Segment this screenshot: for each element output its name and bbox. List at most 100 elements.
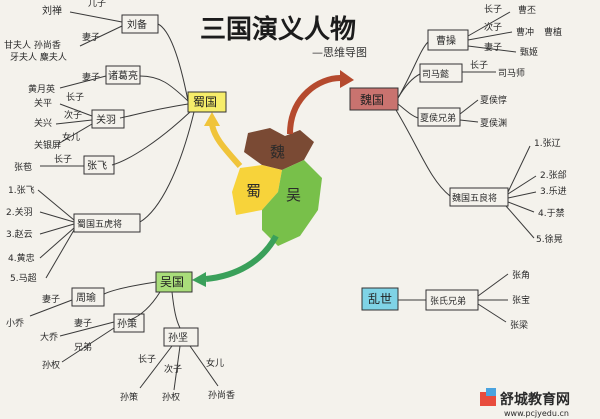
liubei-wives-2: 牙夫人 麋夫人 [10,51,67,63]
daqiao-rel: 妻子 [74,317,92,329]
daqiao: 大乔 [40,331,58,343]
arrow-to-shu-head [204,112,220,126]
tiger-item: 3.赵云 [6,228,33,240]
five-generals-label: 魏国五良将 [452,192,497,204]
guanping-rel: 长子 [66,91,84,103]
zhangbao: 张苞 [14,161,32,173]
caocao-link-2 [467,31,513,41]
guanyinping-rel: 女儿 [62,131,80,143]
guanyinping: 关银屏 [34,139,61,151]
zhangjiao: 张角 [512,269,530,281]
xiahouyuan: 夏侯渊 [480,117,507,129]
wu-line-zhouyu [103,281,157,295]
xiaoqiao: 小乔 [6,317,24,329]
zhugeliang-label: 诸葛亮 [108,69,138,82]
wei-node [349,87,399,111]
sunjian-node [163,327,199,347]
shu-line-liubei [157,23,189,102]
general-link-4 [507,201,535,213]
cao-pi: 曹丕 [518,4,536,16]
sunce-2: 孙策 [120,391,138,403]
caozhi-rel: 次子 [484,21,502,33]
simashi: 司马师 [498,67,525,79]
wei-region [244,128,314,170]
xiaoqiao-rel: 妻子 [42,293,60,305]
sunce-brother-link [61,327,115,363]
zhouyu-node [71,287,105,307]
general-link-5 [505,205,535,239]
huangyueying: 黄月英 [28,83,55,95]
general-item: 4.于禁 [538,208,565,219]
sunjian-link-2 [173,345,181,391]
arrow-to-shu [209,123,243,168]
general-link-2 [507,175,537,195]
tiger-link-4 [39,227,75,259]
five-generals-node [449,187,509,207]
xiahou-node [417,107,461,127]
shu-line-zhangfei [111,111,191,166]
caocao-link-3 [467,45,517,53]
sunce-wife-link [59,321,115,337]
caocao-link-1 [467,11,511,37]
guanyu-label: 关羽 [96,113,116,126]
zhuge-wife-link [59,75,107,89]
xiahou-label: 夏侯兄弟 [420,112,456,124]
tiger-item: 5.马超 [10,272,37,284]
general-link-3 [507,191,537,199]
general-item: 1.张辽 [534,138,561,149]
zhouyu-link [29,299,73,317]
sunjian-link-1 [139,345,173,389]
five-tigers-label: 蜀国五虎将 [77,218,122,230]
arrow-to-wei-head [340,70,354,88]
zhangbao-rel: 长子 [54,153,72,165]
guanyu-link-2 [55,119,93,125]
liubei-label: 刘备 [127,18,147,31]
liubei-wife-rel: 妻子 [82,31,100,43]
sunjian-link-3 [189,345,219,387]
guanyu-link-3 [57,123,93,145]
five-generals-list: 1.张辽 2.张郃 3.乐进 4.于禁 5.徐晃 [505,138,567,245]
zhang-link-3 [477,303,507,323]
arrow-to-wu [205,234,279,282]
shu-line-tigers [139,111,195,223]
tiger-item: 1.张飞 [8,185,35,196]
simayi-label: 司马懿 [422,68,449,80]
shu-line-guanyu [119,103,189,119]
luanshi-label: 乱世 [368,292,392,306]
simayi-node [419,63,463,83]
sunce-node [113,313,145,333]
wei-node-label: 魏国 [360,92,384,107]
cao-pi-rel: 长子 [484,3,502,15]
wei-line-xiahou [397,103,419,119]
xiahoudun: 夏侯惇 [480,94,507,106]
cao-chong: 曹冲 [516,26,534,38]
five-tigers-list: 1.张飞 2.关羽 3.赵云 4.黄忠 5.马超 [6,185,75,284]
watermark-url: www.pcjyedu.cn [504,409,569,418]
tiger-link-3 [39,223,75,235]
watermark-logo: 舒城教育网 www.pcjyedu.cn [480,388,570,418]
liuchan: 刘禅 [42,4,62,17]
zhenji-rel: 妻子 [484,41,502,53]
sunjian-label: 孙坚 [168,331,188,344]
general-item: 5.徐晃 [536,233,563,245]
shu-node [187,91,227,113]
zhang-brothers-label: 张氏兄弟 [430,295,466,307]
sunquan-rel: 兄弟 [74,341,92,353]
tiger-link-1 [37,189,75,221]
zhenji: 甄姬 [520,46,538,58]
wu-line-sunjian [171,291,181,329]
tiger-item: 2.关羽 [6,206,33,218]
liubei-wife-link [79,25,123,47]
zhangfei-label: 张飞 [87,160,107,172]
page-title: 三国演义人物 [200,14,356,45]
simashi-rel: 长子 [470,59,488,71]
map-label-wu: 吴 [286,186,301,204]
zhangliang: 张梁 [510,319,528,331]
luanshi-node [361,287,399,311]
xiahou-link-1 [459,99,479,115]
wu-node-label: 吴国 [160,275,184,289]
sunquan-2-rel: 次子 [164,363,182,375]
liubei-son-link [69,11,123,23]
general-link-1 [507,145,531,193]
